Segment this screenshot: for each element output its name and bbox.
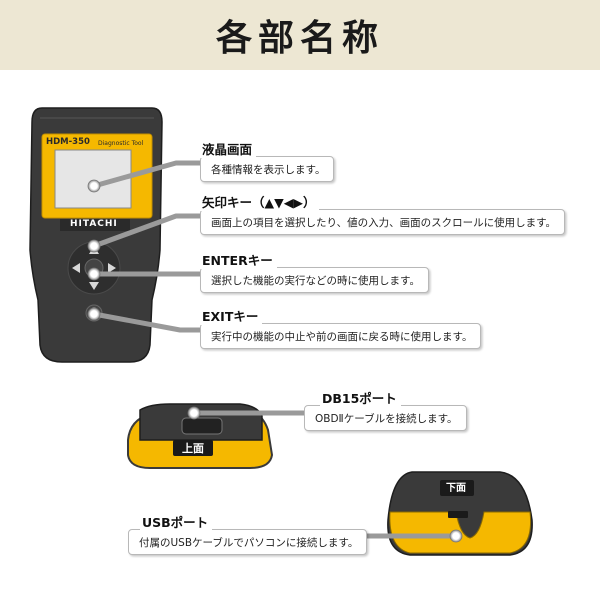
right-arrow-icon [108,263,116,273]
device-tool-label: Diagnostic Tool [98,140,144,147]
callout-arrow-keys: 矢印キー（▲▼◀▶） 画面上の項目を選択したり、値の入力、画面のスクロールに使用… [200,192,566,235]
left-arrow-icon [72,263,80,273]
callout-lcd: 液晶画面 各種情報を表示します。 [200,139,335,182]
enter-key-description: 選択した機能の実行などの時に使用します。 [200,267,429,293]
top-view-label: 上面 [182,442,204,455]
usb-port-description: 付属のUSBケーブルでパソコンに接続します。 [128,529,368,555]
usb-connector [448,511,468,518]
bottom-view-label: 下面 [446,483,466,494]
arrow-keys-description: 画面上の項目を選択したり、値の入力、画面のスクロールに使用します。 [200,209,566,235]
lcd-title: 液晶画面 [200,142,257,158]
callout-enter-key: ENTERキー 選択した機能の実行などの時に使用します。 [200,250,429,293]
device-top-view [127,403,274,469]
handheld-device [29,107,163,363]
down-arrow-icon [89,282,99,290]
exit-key-title: EXITキー [200,309,263,325]
enter-key-title: ENTERキー [200,253,277,269]
usb-port-title: USBポート [140,515,213,531]
callout-usb-port: USBポート 付属のUSBケーブルでパソコンに接続します。 [128,512,368,555]
exit-key-description: 実行中の機能の中止や前の画面に戻る時に使用します。 [200,323,482,349]
db15-connector [181,417,223,435]
device-model-label: HDM-350 [46,137,90,147]
callout-exit-key: EXITキー 実行中の機能の中止や前の画面に戻る時に使用します。 [200,306,482,349]
lcd-description: 各種情報を表示します。 [200,156,335,182]
db15-port-title: DB15ポート [320,391,401,407]
device-brand-label: HITACHI [70,219,118,229]
arrow-keys-title: 矢印キー（▲▼◀▶） [200,195,320,211]
page-header: 各部名称 [0,0,600,70]
connector-dots [87,179,463,543]
callout-db15-port: DB15ポート OBDⅡケーブルを接続します。 [304,388,467,431]
page-title: 各部名称 [215,18,384,59]
db15-port-description: OBDⅡケーブルを接続します。 [304,405,467,431]
connector-lines [91,160,459,539]
